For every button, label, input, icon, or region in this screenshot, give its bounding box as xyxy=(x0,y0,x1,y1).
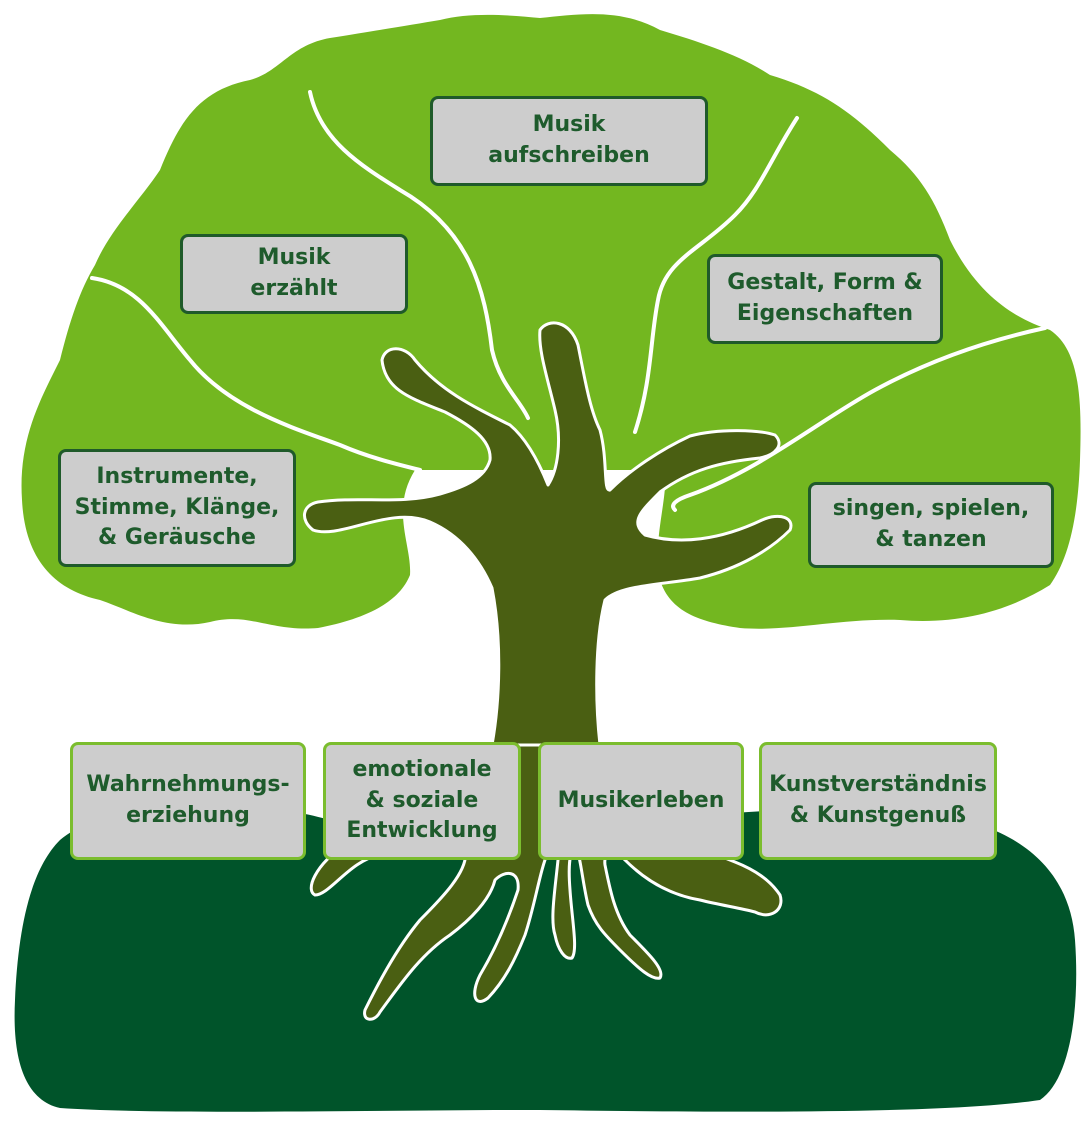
branch-box-musik-erzaehlt: Musik erzählt xyxy=(180,234,408,314)
branch-label-singen: singen, spielen, & tanzen xyxy=(832,496,1030,552)
root-label-kunst: Kunstverständnis & Kunstgenuß xyxy=(769,772,987,828)
branch-box-singen: singen, spielen, & tanzen xyxy=(808,482,1054,568)
root-box-wahrnehmung: Wahrnehmungs- erziehung xyxy=(70,742,306,860)
branch-label-musik-aufschreiben: Musik aufschreiben xyxy=(488,112,650,168)
root-box-musikerleben: Musikerleben xyxy=(538,742,744,860)
crown-lines xyxy=(90,90,1047,512)
branch-box-gestalt: Gestalt, Form & Eigenschaften xyxy=(707,254,943,344)
ground-shape xyxy=(14,803,1077,1112)
root-label-musikerleben: Musikerleben xyxy=(557,787,725,813)
branch-label-gestalt: Gestalt, Form & Eigenschaften xyxy=(727,270,923,326)
tree-trunk xyxy=(303,321,793,747)
branch-label-instrumente: Instrumente, Stimme, Klänge, & Geräusche xyxy=(74,463,280,551)
branch-box-instrumente: Instrumente, Stimme, Klänge, & Geräusche xyxy=(58,449,296,567)
root-box-kunst: Kunstverständnis & Kunstgenuß xyxy=(759,742,997,860)
root-box-emotionale: emotionale & soziale Entwicklung xyxy=(323,742,521,860)
root-label-wahrnehmung: Wahrnehmungs- erziehung xyxy=(86,772,290,828)
root-label-emotionale: emotionale & soziale Entwicklung xyxy=(346,756,498,844)
branch-box-musik-aufschreiben: Musik aufschreiben xyxy=(430,96,708,186)
branch-label-musik-erzaehlt: Musik erzählt xyxy=(250,245,338,301)
